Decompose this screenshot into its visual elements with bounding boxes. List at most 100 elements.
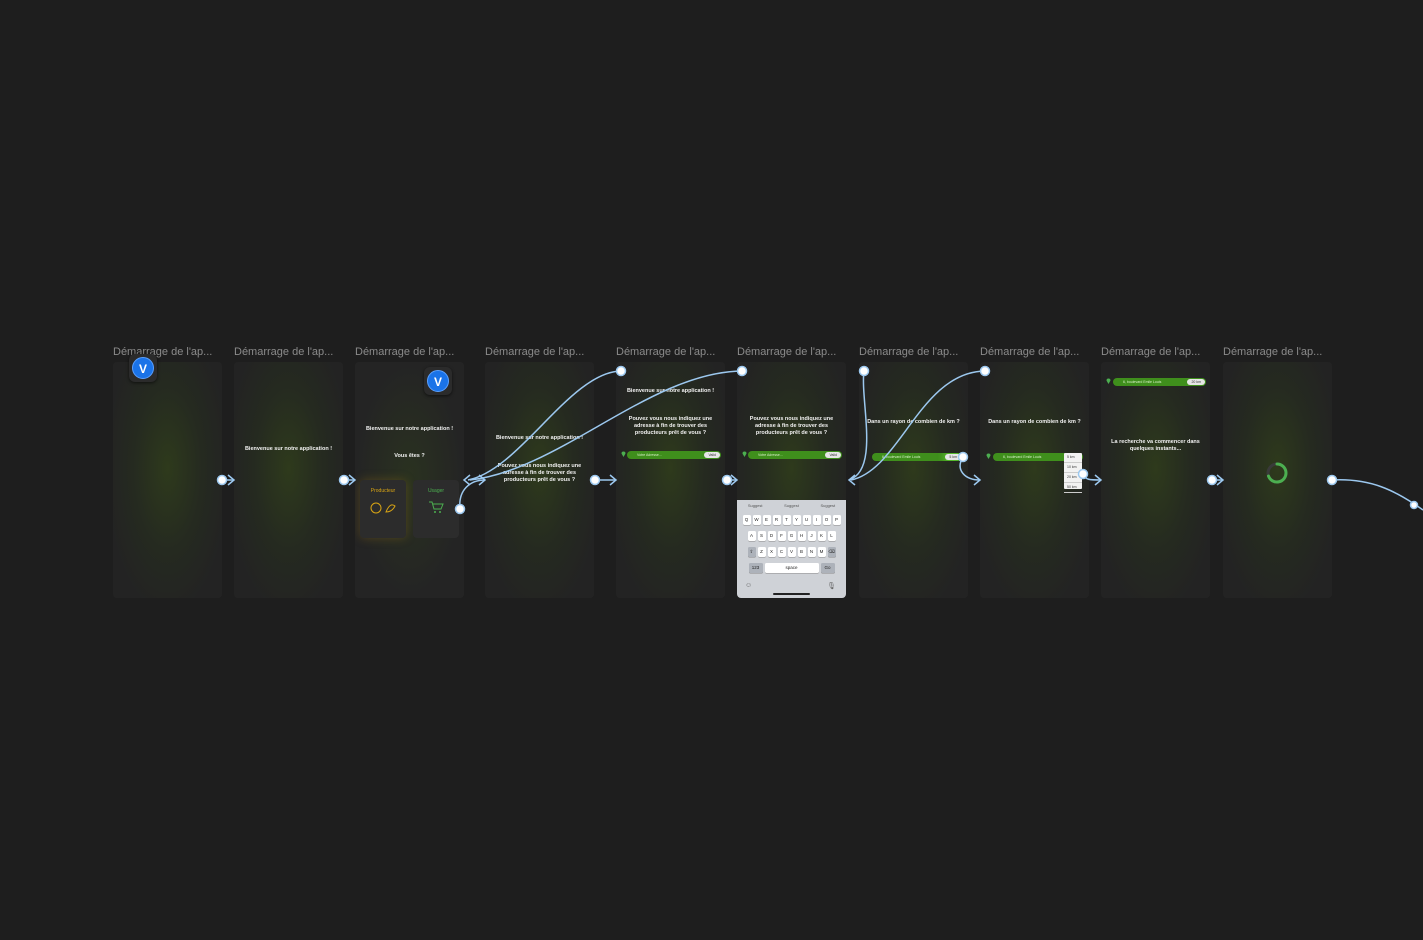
address-input[interactable]: Votre Adresse... Valid [627,451,721,459]
key-row-4: 123 space Go [737,563,846,573]
frame-3[interactable]: Bienvenue sur notre application ! Vous ê… [355,362,464,598]
address-field[interactable]: 6, boulevard Emile Louis 5 km [872,453,962,461]
key[interactable]: C [777,547,786,557]
frame-title[interactable]: Démarrage de l'ap... [737,346,837,358]
shift-key[interactable]: ⇧ [747,547,756,557]
frame-2[interactable]: Bienvenue sur notre application ! [234,362,343,598]
key[interactable]: D [767,531,776,541]
go-key[interactable]: Go [820,563,835,573]
question-text: Pouvez vous nous indiquez une adresse à … [497,463,582,483]
radius-option[interactable]: 10 km [1064,463,1082,473]
location-pin-icon [986,453,991,459]
frame-title[interactable]: Démarrage de l'ap... [1223,346,1323,358]
ios-keyboard[interactable]: Suggest Suggest Suggest Q W E R T Y U I … [737,500,846,598]
radius-select[interactable]: 5 km [945,454,961,460]
key[interactable]: Y [792,515,801,525]
frame-title[interactable]: Démarrage de l'ap... [355,346,455,358]
key-row-3: ⇧ Z X C V B N M ⌫ [737,547,846,557]
key[interactable]: J [807,531,816,541]
frame-1[interactable] [113,362,222,598]
frame-title[interactable]: Démarrage de l'ap... [616,346,716,358]
key[interactable]: K [817,531,826,541]
key[interactable]: U [802,515,811,525]
key[interactable]: O [822,515,831,525]
user-label: Usager [427,488,445,494]
frame-title[interactable]: Démarrage de l'ap... [859,346,959,358]
welcome-text: Bienvenue sur notre application ! [244,446,333,452]
frame-6[interactable]: Pouvez vous nous indiquez une adresse à … [737,362,846,598]
collaborator-avatar[interactable]: V [129,354,157,382]
key[interactable]: Q [742,515,751,525]
search-message: La recherche va commencer dans quelques … [1111,439,1200,452]
numbers-key[interactable]: 123 [748,563,763,573]
frame-title[interactable]: Démarrage de l'ap... [980,346,1080,358]
key[interactable]: W [752,515,761,525]
frame-title[interactable]: Démarrage de l'ap... [485,346,585,358]
radius-dropdown[interactable]: 5 km 10 km 20 km 50 km [1064,453,1082,493]
key[interactable]: P [832,515,841,525]
frame-title[interactable]: Démarrage de l'ap... [1101,346,1201,358]
key[interactable]: E [762,515,771,525]
address-input[interactable]: Votre Adresse... Valid [748,451,842,459]
question-text: Vous êtes ? [394,453,425,459]
key[interactable]: T [782,515,791,525]
validate-button[interactable]: Valid [825,452,841,458]
suggestion[interactable]: Suggest [820,503,836,508]
welcome-text: Bienvenue sur notre application ! [495,435,584,441]
user-choice[interactable]: Usager [413,480,459,538]
radius-option[interactable]: 50 km [1064,483,1082,493]
key[interactable]: H [797,531,806,541]
frame-5[interactable]: Bienvenue sur notre application ! Pouvez… [616,362,725,598]
connector-handle[interactable] [1409,500,1419,510]
key[interactable]: M [817,547,826,557]
key[interactable]: V [787,547,796,557]
connector[interactable] [1331,479,1423,511]
home-indicator [773,593,810,595]
welcome-text: Bienvenue sur notre application ! [626,388,715,394]
welcome-text: Bienvenue sur notre application ! [365,426,454,432]
suggestion[interactable]: Suggest [784,503,799,508]
validate-button[interactable]: Valid [704,452,720,458]
key[interactable]: Z [757,547,766,557]
frame-title[interactable]: Démarrage de l'ap... [234,346,334,358]
frame-7[interactable]: Dans un rayon de combien de km ? 6, boul… [859,362,968,598]
emoji-icon[interactable]: ☺ [745,582,753,589]
key[interactable]: S [757,531,766,541]
producer-choice[interactable]: Producteur [360,480,406,538]
key[interactable]: F [777,531,786,541]
address-field[interactable]: 6, boulevard Emile Louis 20 km [1113,378,1206,386]
key[interactable]: X [767,547,776,557]
location-pin-icon [1106,378,1111,384]
key[interactable]: G [787,531,796,541]
key[interactable]: B [797,547,806,557]
location-pin-icon [621,451,626,457]
frame-9[interactable]: 6, boulevard Emile Louis 20 km La recher… [1101,362,1210,598]
key[interactable]: N [807,547,816,557]
key-row-2: A S D F G H J K L [737,531,846,541]
radius-option[interactable]: 5 km [1064,453,1082,463]
collaborator-avatar[interactable]: V [424,367,452,395]
question-text: Pouvez vous nous indiquez une adresse à … [628,416,713,436]
radius-value[interactable]: 20 km [1187,379,1205,385]
question-text: Dans un rayon de combien de km ? [867,419,960,425]
arrow-icon [847,474,856,486]
question-text: Pouvez vous nous indiquez une adresse à … [749,416,834,436]
loading-spinner-icon [1266,462,1288,484]
space-key[interactable]: space [764,563,819,573]
frame-8[interactable]: Dans un rayon de combien de km ? 6, boul… [980,362,1089,598]
question-text: Dans un rayon de combien de km ? [988,419,1081,425]
backspace-key[interactable]: ⌫ [827,547,836,557]
key[interactable]: A [747,531,756,541]
frame-4[interactable]: Bienvenue sur notre application ! Pouvez… [485,362,594,598]
key[interactable]: I [812,515,821,525]
suggestion[interactable]: Suggest [747,503,763,508]
location-pin-icon [742,451,747,457]
key[interactable]: R [772,515,781,525]
vegetables-icon [370,502,396,514]
radius-option[interactable]: 20 km [1064,473,1082,483]
microphone-icon[interactable]: 🎙 [827,583,836,590]
key[interactable]: L [827,531,836,541]
frame-10[interactable] [1223,362,1332,598]
address-field[interactable]: 6, boulevard Emile Louis [993,453,1083,461]
